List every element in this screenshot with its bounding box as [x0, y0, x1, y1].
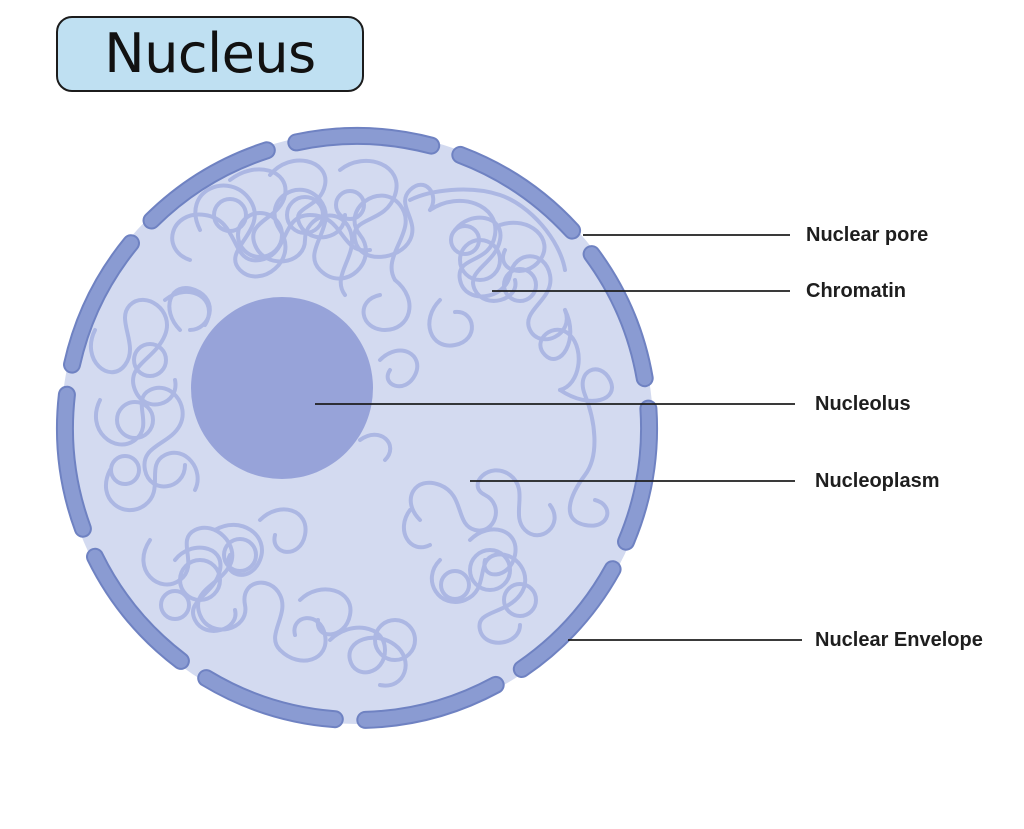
envelope-segment	[584, 247, 652, 386]
envelope-segment	[144, 143, 274, 228]
envelope-segment	[619, 401, 656, 549]
label-nucleolus: Nucleolus	[815, 393, 911, 415]
envelope-segment	[453, 147, 580, 238]
nuclear-envelope	[56, 127, 658, 729]
envelope-segment	[88, 549, 188, 668]
envelope-segment	[358, 677, 503, 727]
label-chromatin: Chromatin	[806, 280, 906, 302]
envelope-segment	[58, 387, 90, 536]
diagram-title: Nucleus	[104, 22, 316, 85]
envelope-segment	[289, 129, 439, 153]
label-nucleoplasm: Nucleoplasm	[815, 470, 940, 492]
label-nuclear-pore: Nuclear pore	[806, 224, 929, 246]
nucleolus-body	[191, 297, 373, 479]
leader-lines	[315, 234, 802, 641]
label-nuclear-envelope: Nuclear Envelope	[815, 629, 983, 651]
chromatin-strands	[88, 158, 614, 688]
title-box: Nucleus	[56, 16, 364, 92]
envelope-segment	[514, 562, 620, 676]
envelope-segment	[199, 671, 342, 727]
envelope-segment	[65, 236, 138, 372]
